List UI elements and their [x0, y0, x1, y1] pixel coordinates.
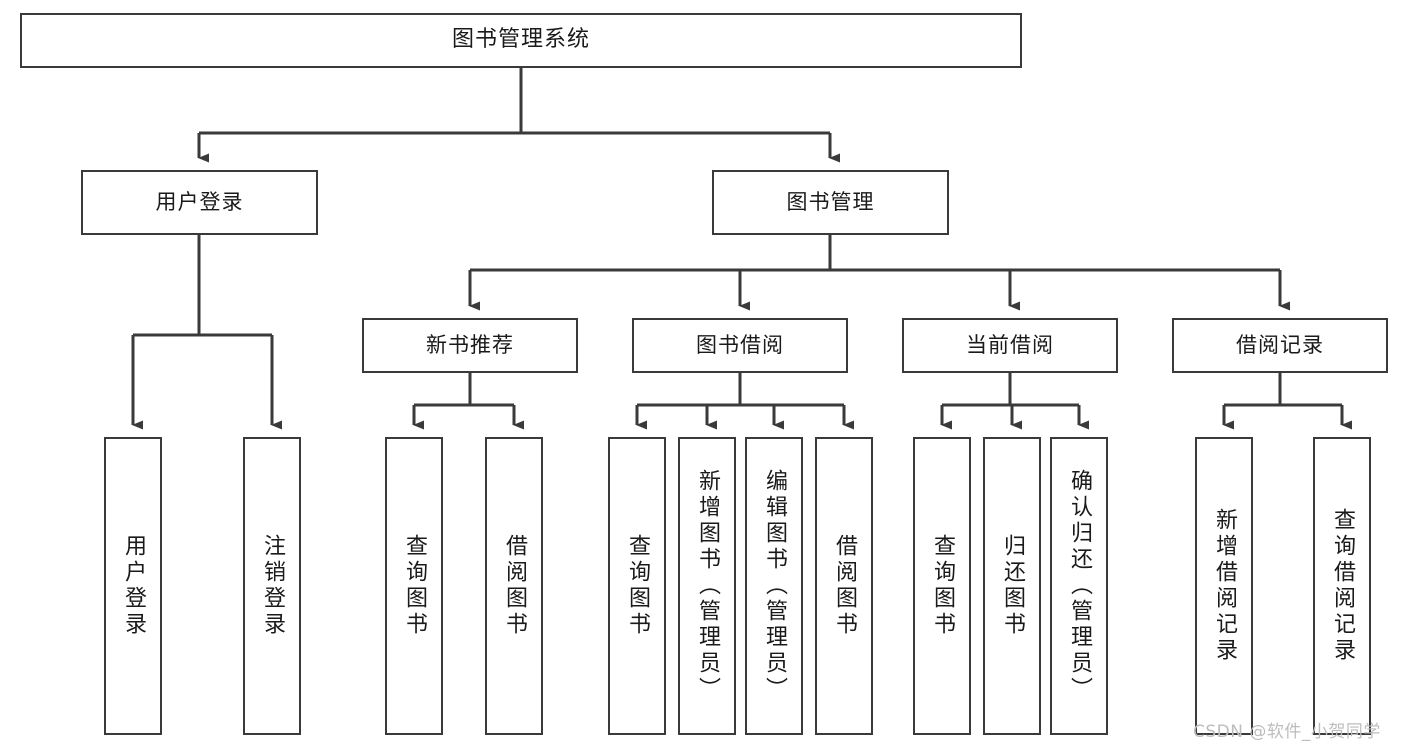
leaf-add-book[interactable]: 新增图书（管理员） — [678, 437, 736, 735]
leaf-query-book-3-label: 查询图书 — [930, 534, 955, 638]
leaf-query-book-3[interactable]: 查询图书 — [913, 437, 971, 735]
leaf-return-book-label: 归还图书 — [1000, 534, 1025, 638]
leaf-user-login-label: 用户登录 — [121, 534, 146, 638]
node-user-login-label: 用户登录 — [155, 189, 244, 214]
node-current-borrow-label: 当前借阅 — [966, 332, 1054, 357]
node-current-borrow[interactable]: 当前借阅 — [902, 318, 1118, 373]
leaf-borrow-book-2[interactable]: 借阅图书 — [815, 437, 873, 735]
node-borrow-record[interactable]: 借阅记录 — [1172, 318, 1388, 373]
leaf-edit-book-label: 编辑图书（管理员） — [762, 469, 787, 703]
leaf-borrow-book-1-label: 借阅图书 — [502, 534, 527, 638]
leaf-query-book-2[interactable]: 查询图书 — [608, 437, 666, 735]
leaf-confirm-return-label: 确认归还（管理员） — [1067, 469, 1092, 703]
leaf-add-record-label: 新增借阅记录 — [1212, 508, 1237, 664]
node-user-login[interactable]: 用户登录 — [81, 170, 318, 235]
node-book-borrow-label: 图书借阅 — [696, 332, 784, 357]
leaf-add-book-label: 新增图书（管理员） — [695, 469, 720, 703]
leaf-query-book-1[interactable]: 查询图书 — [385, 437, 443, 735]
node-root[interactable]: 图书管理系统 — [20, 13, 1022, 68]
node-borrow-record-label: 借阅记录 — [1236, 332, 1324, 357]
csdn-watermark: CSDN @软件_小贺同学 — [1193, 722, 1381, 742]
leaf-edit-book[interactable]: 编辑图书（管理员） — [745, 437, 803, 735]
leaf-borrow-book-1[interactable]: 借阅图书 — [485, 437, 543, 735]
leaf-return-book[interactable]: 归还图书 — [983, 437, 1041, 735]
node-book-manage[interactable]: 图书管理 — [712, 170, 949, 235]
leaf-query-record[interactable]: 查询借阅记录 — [1313, 437, 1371, 735]
leaf-query-book-2-label: 查询图书 — [625, 534, 650, 638]
leaf-confirm-return[interactable]: 确认归还（管理员） — [1050, 437, 1108, 735]
leaf-user-logout-label: 注销登录 — [260, 534, 285, 638]
leaf-query-record-label: 查询借阅记录 — [1330, 508, 1355, 664]
leaf-borrow-book-2-label: 借阅图书 — [832, 534, 857, 638]
node-new-book-recommend-label: 新书推荐 — [426, 332, 514, 357]
leaf-user-login[interactable]: 用户登录 — [104, 437, 162, 735]
leaf-add-record[interactable]: 新增借阅记录 — [1195, 437, 1253, 735]
node-root-label: 图书管理系统 — [451, 27, 590, 53]
leaf-user-logout[interactable]: 注销登录 — [243, 437, 301, 735]
node-book-manage-label: 图书管理 — [786, 189, 875, 214]
node-new-book-recommend[interactable]: 新书推荐 — [362, 318, 578, 373]
node-book-borrow[interactable]: 图书借阅 — [632, 318, 848, 373]
leaf-query-book-1-label: 查询图书 — [402, 534, 427, 638]
